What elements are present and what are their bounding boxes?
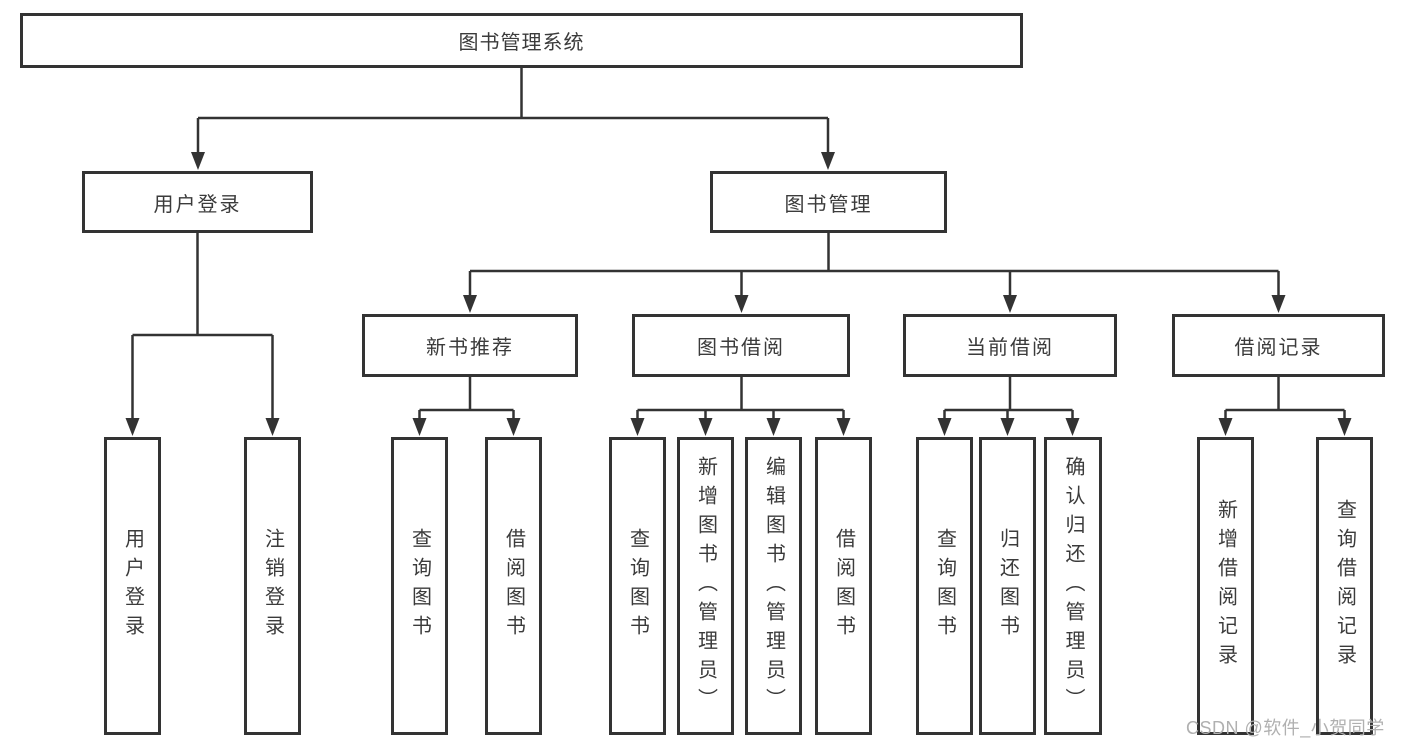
leaf-label: 查询借阅记录 bbox=[1333, 499, 1356, 673]
leaf-user-login: 用户登录 bbox=[104, 437, 161, 735]
node-book-management: 图书管理 bbox=[710, 171, 947, 233]
leaf-return-books: 归还图书 bbox=[979, 437, 1036, 735]
leaf-label: 查询图书 bbox=[408, 528, 431, 644]
node-new-book-recommend: 新书推荐 bbox=[362, 314, 578, 377]
leaf-add-books-admin: 新增图书（管理员） bbox=[677, 437, 734, 735]
leaf-label: 查询图书 bbox=[933, 528, 956, 644]
leaf-query-books-borrow: 查询图书 bbox=[609, 437, 666, 735]
node-current-borrow: 当前借阅 bbox=[903, 314, 1117, 377]
node-user-login: 用户登录 bbox=[82, 171, 313, 233]
leaf-label: 新增借阅记录 bbox=[1214, 499, 1237, 673]
leaf-borrow-books: 借阅图书 bbox=[815, 437, 872, 735]
csdn-watermark: CSDN @软件_小贺同学 bbox=[1186, 718, 1385, 738]
node-library-management-system: 图书管理系统 bbox=[20, 13, 1023, 68]
leaf-label: 归还图书 bbox=[996, 528, 1019, 644]
leaf-query-borrow-record: 查询借阅记录 bbox=[1316, 437, 1373, 735]
leaf-query-books-current: 查询图书 bbox=[916, 437, 973, 735]
leaf-label: 确认归还（管理员） bbox=[1062, 455, 1084, 717]
leaf-label: 编辑图书（管理员） bbox=[762, 455, 785, 717]
leaf-label: 查询图书 bbox=[626, 528, 649, 644]
leaf-logout: 注销登录 bbox=[244, 437, 301, 735]
leaf-query-books-recommend: 查询图书 bbox=[391, 437, 448, 735]
leaf-add-borrow-record: 新增借阅记录 bbox=[1197, 437, 1254, 735]
leaf-label: 借阅图书 bbox=[832, 528, 855, 644]
leaf-label: 用户登录 bbox=[121, 528, 144, 644]
leaf-confirm-return-admin: 确认归还（管理员） bbox=[1044, 437, 1102, 735]
node-borrow-records: 借阅记录 bbox=[1172, 314, 1385, 377]
leaf-edit-books-admin: 编辑图书（管理员） bbox=[745, 437, 802, 735]
node-book-borrow: 图书借阅 bbox=[632, 314, 850, 377]
leaf-label: 借阅图书 bbox=[502, 528, 525, 644]
leaf-borrow-books-recommend: 借阅图书 bbox=[485, 437, 542, 735]
leaf-label: 新增图书（管理员） bbox=[694, 455, 717, 717]
leaf-label: 注销登录 bbox=[261, 528, 284, 644]
